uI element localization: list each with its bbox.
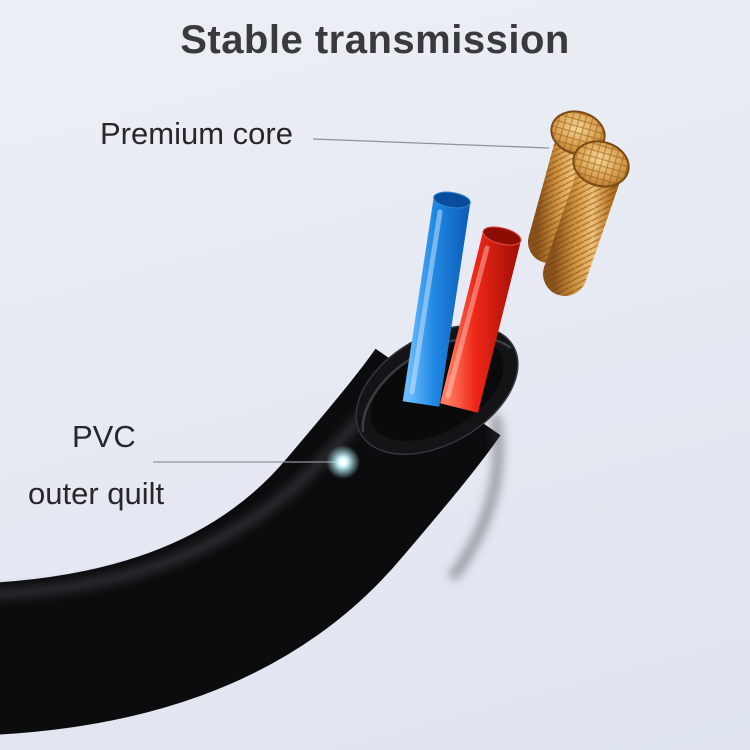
blue-wire: [402, 197, 471, 407]
pvc-glow-dot-core: [339, 458, 347, 466]
blue-wire-highlight: [409, 209, 443, 395]
red-wire-highlight: [445, 245, 490, 399]
callout-premium-core-label: Premium core: [100, 116, 293, 151]
red-wire: [440, 231, 521, 413]
page-title: Stable transmission: [180, 18, 570, 62]
copper-core-left: [528, 110, 606, 263]
jacket-highlight-right: [448, 414, 503, 581]
premium-core-pointer-line: [312, 138, 550, 149]
blue-wire-cut-face: [433, 191, 471, 209]
callout-pvc-label-line1: PVC: [72, 419, 136, 454]
callout-pvc-label-line2: outer quilt: [28, 476, 165, 511]
copper-core-right: [543, 140, 630, 296]
red-wire-cut-face: [482, 226, 522, 246]
